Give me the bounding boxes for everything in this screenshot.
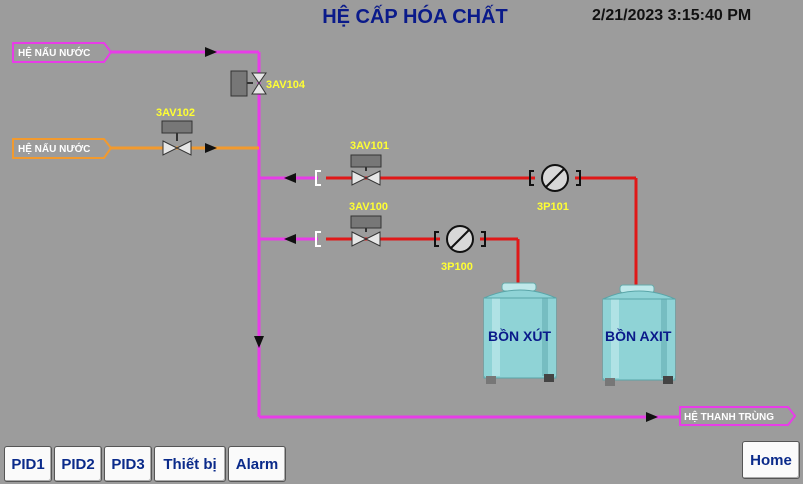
valve-3av104[interactable]: 3AV104 [230,70,306,97]
process-diagram: HỆ NẤU NƯỚC HỆ NẤU NƯỚC HỆ THANH TRÙNG 3… [12,42,797,426]
datetime-display: 2/21/2023 3:15:40 PM [592,7,752,24]
pump-3p101[interactable]: 3P101 [529,164,581,213]
alarm-button[interactable]: Alarm [228,446,286,482]
svg-text:3P101: 3P101 [537,201,569,213]
valve-3av102[interactable]: 3AV102 [156,107,195,156]
home-button[interactable]: Home [742,441,800,479]
svg-text:HỆ NẤU NƯỚC: HỆ NẤU NƯỚC [18,46,90,59]
svg-text:HỆ THANH TRÙNG: HỆ THANH TRÙNG [684,410,774,423]
svg-text:BỒN AXIT: BỒN AXIT [605,327,672,344]
pid2-button[interactable]: PID2 [54,446,102,482]
tank-caustic[interactable]: BỒN XÚT [483,282,557,384]
magenta-line [106,50,680,419]
flow-arrows [205,47,658,422]
tank-acid[interactable]: BỒN AXIT [602,284,676,386]
valve-3av100[interactable]: 3AV100 [349,201,388,247]
svg-text:3AV101: 3AV101 [350,140,389,152]
valve-3av101[interactable]: 3AV101 [350,140,389,186]
svg-text:HỆ NẤU NƯỚC: HỆ NẤU NƯỚC [18,142,90,155]
svg-text:BỒN XÚT: BỒN XÚT [488,327,551,344]
red-line [326,176,638,286]
svg-text:3AV104: 3AV104 [266,79,306,91]
svg-text:3AV100: 3AV100 [349,201,388,213]
pid1-button[interactable]: PID1 [4,446,52,482]
pipe-end-caps [315,170,321,247]
flag-in-magenta[interactable]: HỆ NẤU NƯỚC [12,42,113,63]
pid3-button[interactable]: PID3 [104,446,152,482]
flag-out-magenta[interactable]: HỆ THANH TRÙNG [679,406,797,426]
page-title: HỆ CẤP HÓA CHẤT [322,6,508,28]
pump-3p100[interactable]: 3P100 [434,225,486,273]
flag-in-orange[interactable]: HỆ NẤU NƯỚC [12,138,113,159]
svg-text:3P100: 3P100 [441,261,473,273]
svg-text:3AV102: 3AV102 [156,107,195,119]
devices-button[interactable]: Thiết bị [154,446,226,482]
